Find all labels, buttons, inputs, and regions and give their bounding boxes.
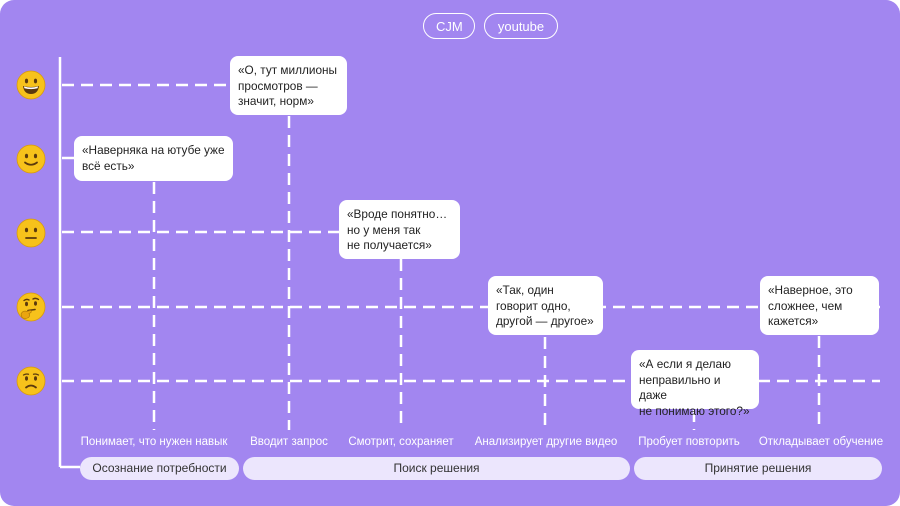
quote-bubble: «Наверное, это сложнее, чем кажется» [760,276,879,335]
slightly-smiling-face-icon [16,144,46,174]
neutral-face-icon [16,218,46,248]
worried-face-icon [16,366,46,396]
quote-bubble: «О, тут миллионы просмотров — значит, но… [230,56,347,115]
phase-pill: Осознание потребности [80,457,239,480]
thinking-face-icon [16,292,46,322]
step-label: Смотрит, сохраняет [348,436,454,448]
quote-bubble: «А если я делаю неправильно и даже не по… [631,350,759,418]
step-label: Вводит запрос [250,436,328,448]
tag-youtube: youtube [484,13,558,39]
phase-pill: Принятие решения [634,457,882,480]
quote-bubble: «Наверняка на ютубе уже всё есть» [74,136,233,181]
step-label: Понимает, что нужен навык [80,436,228,448]
quote-bubble: «Вроде понятно… но у меня так не получае… [339,200,460,259]
step-label: Откладывает обучение [758,436,884,448]
step-label: Анализирует другие видео [474,436,618,448]
phase-pill: Поиск решения [243,457,630,480]
quote-bubble: «Так, один говорит одно, другой — другое… [488,276,603,335]
tag-cjm: CJM [423,13,475,39]
grinning-face-icon [16,70,46,100]
step-label: Пробует повторить [638,436,740,448]
